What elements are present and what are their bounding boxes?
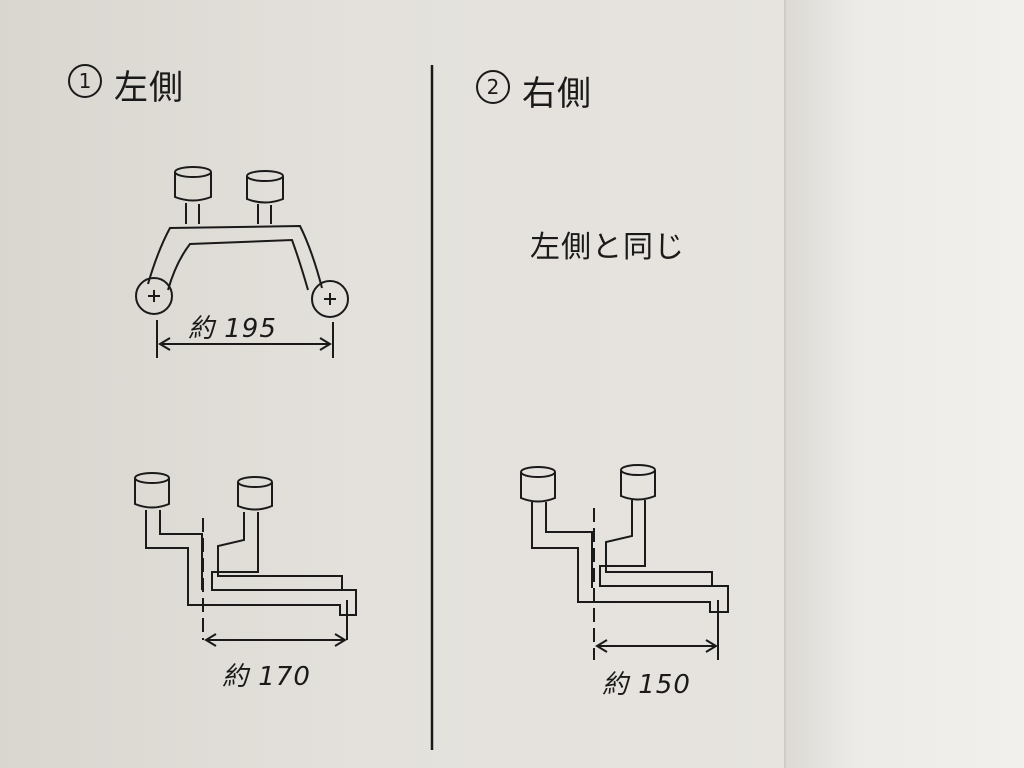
dimension-195-label: 約 195 xyxy=(188,314,277,344)
right-handle-top xyxy=(246,170,284,182)
right-stem xyxy=(257,204,272,224)
dimension-150-line xyxy=(595,639,718,653)
bridge-inner xyxy=(167,238,309,291)
left-mount-nut xyxy=(135,277,173,315)
left-handle-body xyxy=(174,172,212,202)
dimension-170-label: 約 170 xyxy=(222,662,311,692)
left-stem xyxy=(185,203,200,224)
paper-fold xyxy=(784,0,1024,768)
fold-edge xyxy=(784,0,786,768)
left-handle-top xyxy=(174,166,212,178)
bridge-outer xyxy=(147,224,323,289)
right-handle-body xyxy=(246,176,284,204)
same-as-left-note: 左側と同じ xyxy=(530,230,685,265)
section-number-1: 1 xyxy=(68,64,102,98)
dimension-170-line xyxy=(204,633,347,647)
faucet-front-view xyxy=(135,166,349,318)
dimension-150-label: 約 150 xyxy=(602,670,691,700)
right-mount-nut xyxy=(311,280,349,318)
faucet-side-view-left xyxy=(134,472,357,640)
faucet-side-view-right xyxy=(520,464,729,660)
section-number-2: 2 xyxy=(476,70,510,104)
dimension-195-line xyxy=(156,320,334,358)
left-section-title: 左側 xyxy=(114,68,184,108)
right-section-title: 右側 xyxy=(522,74,592,114)
